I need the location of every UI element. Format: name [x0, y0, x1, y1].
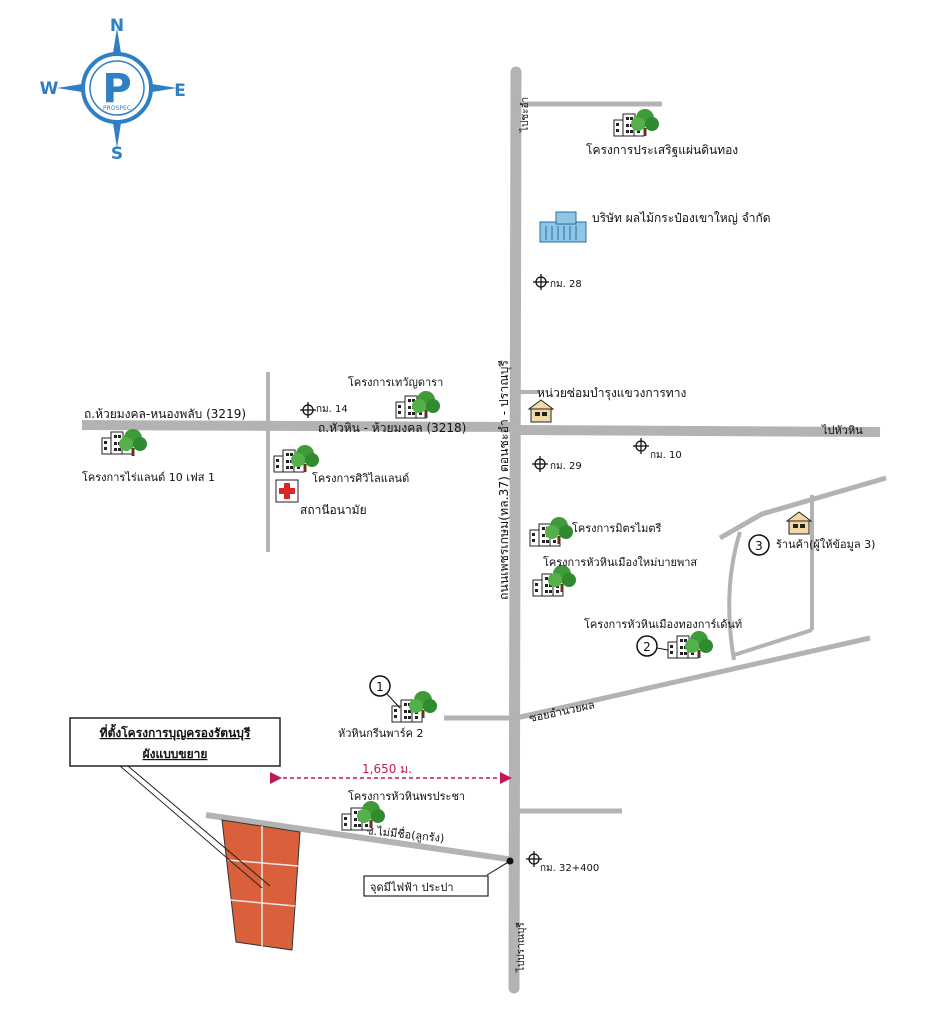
svg-text:กม. 32+400: กม. 32+400: [540, 863, 599, 874]
svg-text:บริษัท ผลไม้กระป๋องเขาใหญ่ จำก: บริษัท ผลไม้กระป๋องเขาใหญ่ จำกัด: [592, 211, 771, 225]
north-end-label: ไปชะอำ: [519, 97, 531, 133]
compass-rose: P PROSPEC N S W E: [40, 16, 186, 164]
place-siwilai: โครงการศิวิไลแลนด์: [273, 445, 409, 485]
svg-text:หน่วยซ่อมบำรุงแขวงการทาง: หน่วยซ่อมบำรุงแขวงการทาง: [537, 386, 686, 401]
road-east-curve: [727, 531, 742, 661]
road-east-loop: [718, 475, 887, 541]
place-huahin-gold: โครงการหัวหินเมืองทองการ์เด้นท์: [584, 617, 742, 659]
distance-label: 1,650 ม.: [362, 762, 412, 776]
compass-e: E: [174, 81, 186, 101]
utility-point: จุดมีไฟฟ้า ประปา: [363, 857, 514, 897]
place-green-park: หัวหินกรีนพาร์ค 2: [338, 691, 437, 740]
road-to-huahin: [515, 425, 881, 437]
svg-text:โครงการหัวหินเมืองใหม่บายพาส: โครงการหัวหินเมืองใหม่บายพาส: [543, 555, 697, 569]
place-thewan: โครงการเทวัญดารา: [348, 375, 443, 419]
soi-maimiche-road: [205, 812, 515, 863]
compass-s: S: [111, 144, 123, 164]
marker-1: 1: [369, 675, 401, 709]
road-3218-label: ถ.หัวหิน - ห้วยมงคล (3218): [318, 421, 466, 435]
svg-text:2: 2: [643, 640, 651, 654]
svg-text:กม. 29: กม. 29: [550, 461, 582, 472]
km-marker-10: กม. 10: [632, 437, 682, 461]
svg-text:โครงการประเสริฐแผ่นดินทอง: โครงการประเสริฐแผ่นดินทอง: [586, 143, 738, 157]
place-huahin-new: โครงการหัวหินเมืองใหม่บายพาส: [532, 555, 697, 597]
place-phon: โครงการหัวหินพรประชา: [341, 789, 465, 831]
main-highway: [508, 66, 522, 994]
factory-icon: [539, 211, 587, 243]
svg-text:3: 3: [755, 539, 763, 553]
svg-text:โครงการศิวิไลแลนด์: โครงการศิวิไลแลนด์: [312, 471, 409, 485]
roads: [81, 66, 887, 994]
km-marker-29: กม. 29: [531, 455, 582, 473]
svg-text:กม. 28: กม. 28: [550, 279, 582, 290]
km-marker-28: กม. 28: [532, 273, 582, 291]
road-3219-label: ถ.ห้วยมงคล-หนองพลับ (3219): [84, 407, 246, 421]
project-site: [221, 819, 301, 951]
callout-line1: ที่ตั้งโครงการบุญครองรัตนบุรี: [100, 723, 251, 741]
south-end-label: ไปปราณบุรี: [515, 922, 527, 973]
km-marker-32: กม. 32+400: [525, 850, 599, 874]
marker-3: 3: [748, 534, 770, 556]
place-prasert: โครงการประเสริฐแผ่นดินทอง: [586, 109, 738, 157]
east-end-label: ไปหัวหิน: [821, 424, 863, 437]
road-3219-3218: [81, 420, 517, 432]
svg-text:ร้านค้า(ผู้ให้ข้อมูล 3): ร้านค้า(ผู้ให้ข้อมูล 3): [776, 538, 875, 551]
place-health: สถานีอนามัย: [275, 479, 367, 517]
distance-indicator: 1,650 ม.: [270, 762, 512, 784]
svg-text:โครงการหัวหินพรประชา: โครงการหัวหินพรประชา: [348, 789, 465, 803]
place-shop: ร้านค้า(ผู้ให้ข้อมูล 3): [776, 511, 875, 551]
km-marker-14: กม. 14: [299, 401, 348, 419]
svg-text:สถานีอนามัย: สถานีอนามัย: [300, 503, 367, 517]
place-company: บริษัท ผลไม้กระป๋องเขาใหญ่ จำกัด: [539, 211, 771, 243]
place-rai-land: โครงการไร่แลนด์ 10 เฟส 1: [82, 429, 215, 484]
soi-amnuay-road: [515, 635, 871, 721]
place-mitrmai: โครงการมิตรไมตรี: [529, 517, 662, 547]
compass-w: W: [40, 79, 59, 99]
svg-text:โครงการเทวัญดารา: โครงการเทวัญดารา: [348, 375, 443, 389]
marker-2: 2: [636, 635, 669, 657]
svg-text:โครงการมิตรไมตรี: โครงการมิตรไมตรี: [572, 521, 662, 535]
svg-text:โครงการไร่แลนด์ 10 เฟส 1: โครงการไร่แลนด์ 10 เฟส 1: [82, 470, 215, 484]
logo-letter: P: [102, 66, 131, 112]
svg-text:หัวหินกรีนพาร์ค 2: หัวหินกรีนพาร์ค 2: [338, 727, 423, 740]
svg-text:โครงการหัวหินเมืองทองการ์เด้นท: โครงการหัวหินเมืองทองการ์เด้นท์: [584, 617, 742, 631]
callout-line2: ผังแบบขยาย: [143, 747, 208, 761]
svg-text:จุดมีไฟฟ้า ประปา: จุดมีไฟฟ้า ประปา: [370, 881, 454, 894]
svg-text:กม. 10: กม. 10: [650, 450, 682, 461]
hospital-cross-icon: [275, 479, 299, 503]
site-callout: ที่ตั้งโครงการบุญครองรัตนบุรี ผังแบบขยาย: [69, 717, 281, 889]
svg-text:กม. 14: กม. 14: [316, 404, 348, 415]
compass-n: N: [110, 16, 124, 36]
soi-amnuay-label: ซอยอำนวยผล: [528, 698, 596, 725]
road-east-link: [733, 628, 813, 657]
main-highway-label: ถนนเพชรเกษม(ทล.37) ตอนชะอำ - ปราณบุรี: [497, 359, 512, 600]
place-maintenance: หน่วยซ่อมบำรุงแขวงการทาง: [528, 386, 686, 423]
logo-text: PROSPEC: [103, 105, 131, 112]
svg-text:1: 1: [376, 680, 384, 694]
